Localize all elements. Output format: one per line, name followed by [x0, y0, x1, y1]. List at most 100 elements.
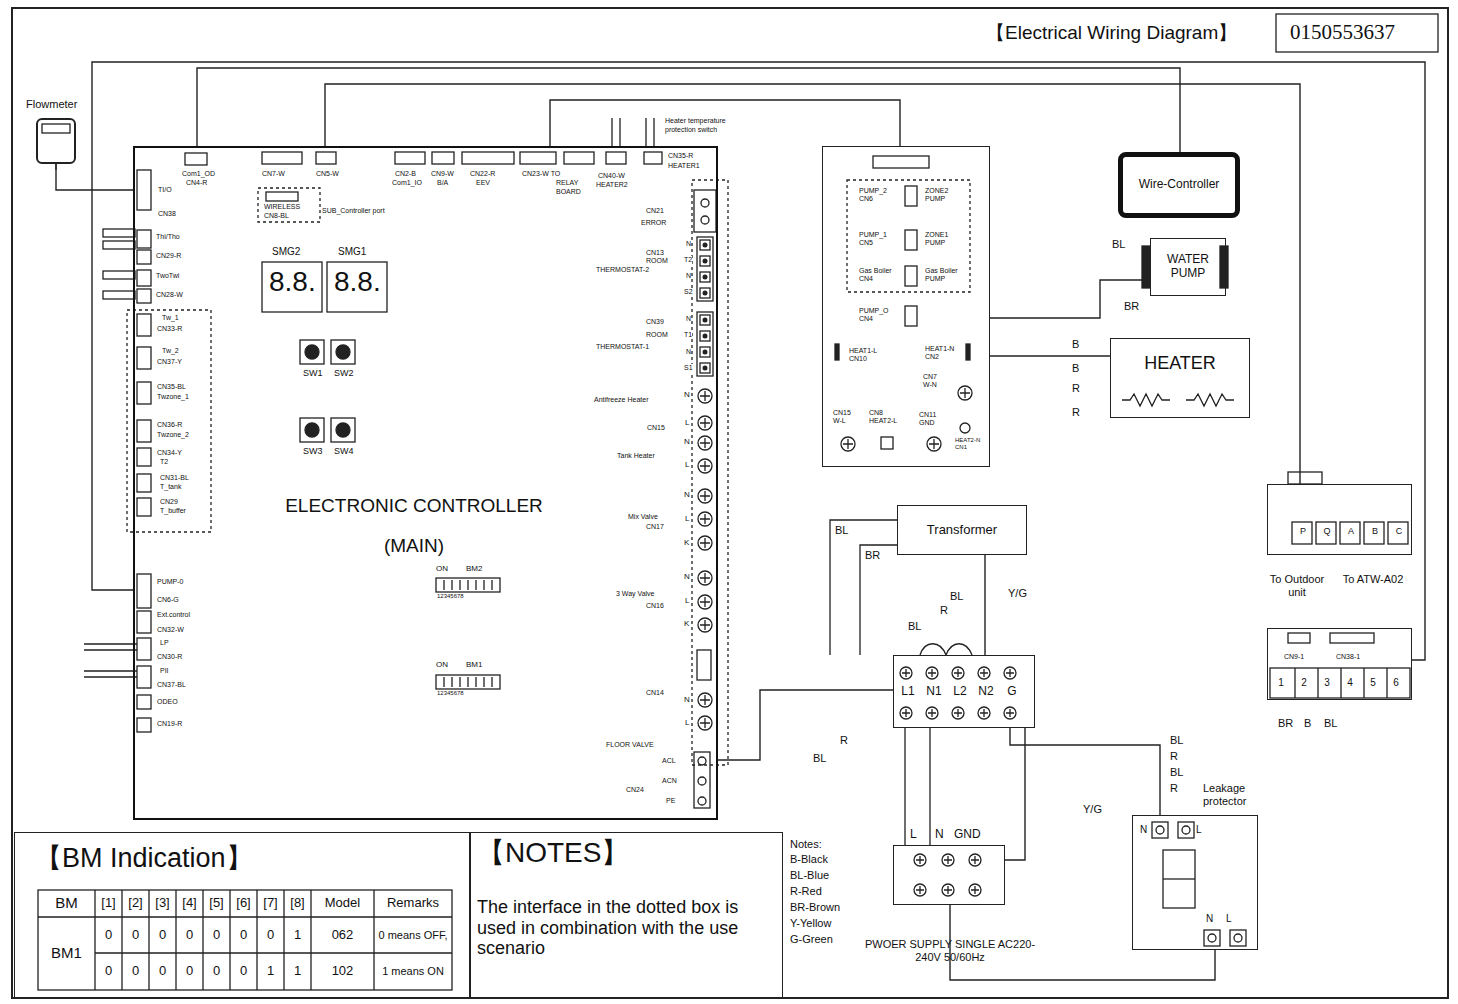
board-connector	[137, 666, 151, 688]
leakage-protector-parts	[1208, 934, 1216, 942]
board-connector	[137, 382, 151, 404]
table-cell: 0	[124, 955, 147, 988]
wire-connector	[985, 555, 986, 655]
text-label: CN22-R	[470, 170, 495, 178]
text-label: SMG1	[338, 246, 366, 257]
board-connector	[137, 474, 151, 492]
relay-board-parts	[927, 437, 941, 451]
relay-board-parts	[958, 386, 972, 400]
display-and-switch	[300, 418, 324, 442]
dotted-box	[127, 180, 970, 765]
text-label: CN28-W	[156, 291, 183, 299]
node-text: ELECTRONIC CONTROLLER (MAIN)	[274, 486, 554, 566]
outdoor-connector	[1288, 472, 1322, 484]
table-grid	[95, 890, 374, 990]
node-text: To Outdoor unit	[1264, 573, 1330, 598]
table-cell: Remarks	[376, 892, 450, 915]
terminal-screws	[978, 667, 990, 679]
terminal-symbol	[697, 237, 713, 301]
text-label: BL	[835, 524, 848, 536]
wire-line	[92, 62, 1425, 660]
outdoor-connector	[1330, 633, 1374, 643]
text-label: 3 Way Valve	[616, 590, 655, 598]
wire-connector	[92, 62, 1425, 660]
terminal-symbol	[700, 288, 710, 298]
text-label: R	[840, 734, 848, 746]
table-cell: [8]	[286, 892, 309, 915]
display-and-switch	[336, 345, 350, 359]
text-label: CN14	[646, 689, 664, 697]
node-text: ZONE2 PUMP	[925, 187, 957, 203]
text-label: T_tank	[160, 483, 181, 491]
text-label: Mix Valve	[628, 513, 658, 521]
text-label: Heater temperature	[665, 117, 726, 125]
text-label: CN17	[646, 523, 664, 531]
text-label: L	[685, 515, 689, 524]
text-label: BL-Blue	[790, 869, 829, 881]
text-label: Ext.control	[157, 611, 190, 619]
leakage-protector-parts	[1178, 822, 1194, 838]
text-label: BL	[908, 620, 921, 632]
board-connector	[606, 152, 626, 164]
terminal-screws	[1004, 707, 1016, 719]
board-connector	[612, 118, 654, 146]
outdoor-connector	[1270, 668, 1410, 698]
node-text: N2	[974, 685, 998, 699]
board-connector	[137, 638, 151, 660]
board-connector	[84, 118, 662, 732]
board-connector	[137, 270, 151, 286]
wire-connector	[1005, 728, 1025, 860]
text-label: CN16	[646, 602, 664, 610]
node-text: A	[1341, 526, 1361, 536]
node-text: N1	[922, 685, 946, 699]
text-label: HEATER1	[668, 162, 700, 170]
terminal-symbol	[698, 489, 712, 503]
outdoor-connector	[1388, 522, 1408, 544]
text-label: N	[935, 828, 944, 841]
text-label: CN35-R	[668, 152, 693, 160]
text-label: N	[686, 272, 691, 280]
board-connector	[564, 152, 594, 164]
terminal-symbol	[697, 650, 711, 680]
text-label: CN34-Y	[157, 449, 182, 457]
node-text: 3	[1317, 677, 1337, 689]
node-text: Gas Boiler PUMP	[925, 267, 965, 283]
terminal-screws	[969, 884, 981, 896]
text-label: ACL	[662, 757, 676, 765]
terminal-symbol	[694, 752, 710, 808]
dotted-box	[692, 180, 728, 765]
terminal-symbol	[700, 331, 710, 341]
node-text: 4	[1340, 677, 1360, 689]
node-text: BL	[1324, 717, 1337, 730]
board-connector	[137, 695, 151, 709]
board-connector	[103, 241, 135, 249]
table-cell: 062	[313, 919, 372, 951]
terminal-symbol	[700, 256, 710, 266]
wire-connector	[1010, 728, 1160, 815]
flowmeter-icon	[42, 124, 70, 133]
text-label: CN38	[158, 210, 176, 218]
table-cell: [3]	[151, 892, 174, 915]
node-text: CN9-1	[1284, 653, 1304, 661]
frame	[12, 8, 1448, 998]
text-label: K	[684, 620, 689, 629]
node-text: HEATER	[1111, 353, 1249, 374]
text-label: CN23-W TO	[522, 170, 560, 178]
node-text: Gas Boiler CN4	[859, 267, 899, 283]
node-text: P	[1293, 526, 1313, 536]
table-cell: 0	[97, 955, 120, 988]
terminal-symbol	[700, 363, 710, 373]
relay-board-parts	[873, 156, 929, 168]
display-and-switch	[305, 423, 319, 437]
table-cell: 0	[178, 919, 201, 951]
text-label: S1	[684, 364, 693, 372]
text-label: BL	[950, 590, 963, 602]
board-connector	[137, 347, 151, 369]
text-label: protection switch	[665, 126, 717, 134]
text-label: Y/G	[1008, 587, 1027, 599]
node-text: HEAT2-N CN1	[955, 437, 985, 451]
transformer-box: Transformer	[897, 505, 1027, 555]
table-cell: 0	[205, 919, 228, 951]
text-label: N	[686, 240, 691, 248]
node-text: Q	[1317, 526, 1337, 536]
